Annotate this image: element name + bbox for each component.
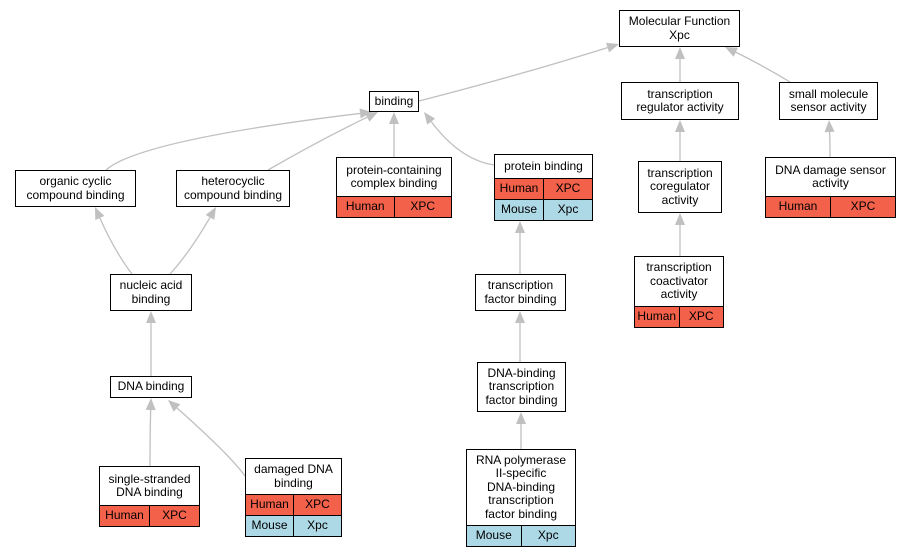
- node-label: DNA-binding transcription factor binding: [485, 365, 558, 407]
- node-label: organic cyclic compound binding: [26, 174, 125, 202]
- node-label: binding: [374, 93, 414, 108]
- edge-arrowhead: [168, 400, 181, 412]
- gene-cell: Xpc: [543, 200, 592, 220]
- species-cell: Mouse: [251, 518, 288, 533]
- annotation-row: Human XPC: [495, 178, 592, 199]
- edge-ssdb-to-dnab: [149, 409, 152, 467]
- node-label: transcription coregulator activity: [647, 165, 713, 207]
- node-label: heterocyclic compound binding: [183, 174, 283, 202]
- edge-pb-to-binding: [430, 121, 495, 166]
- node-label: Molecular Function Xpc: [628, 14, 731, 42]
- edge-arrowhead: [606, 42, 619, 53]
- species-cell: Human: [105, 508, 144, 523]
- edge-arrowhead: [389, 112, 399, 124]
- species-cell: Human: [345, 199, 385, 214]
- node-label: nucleic acid binding: [119, 278, 183, 306]
- edge-arrowhead: [515, 311, 525, 323]
- annotation-row: Human XPC: [100, 505, 199, 526]
- edge-ddb-to-dnab: [176, 407, 246, 477]
- edge-arrowhead: [365, 112, 378, 122]
- gene-cell: XPC: [678, 307, 724, 327]
- species-cell: Mouse: [475, 528, 512, 543]
- node-label: DNA binding: [117, 379, 185, 394]
- gene-cell: XPC: [149, 506, 199, 526]
- edge-sms-to-mf: [735, 51, 791, 83]
- edge-arrowhead: [95, 207, 105, 220]
- node-rna-polymerase-ii-specific-tf-binding[interactable]: RNA polymerase II-specific DNA-binding t…: [466, 449, 576, 547]
- edge-ocb-to-binding: [105, 112, 361, 171]
- edge-hcb-to-binding: [267, 116, 368, 171]
- edge-arrowhead: [725, 47, 738, 57]
- gene-cell: XPC: [393, 197, 452, 217]
- edge-arrowhead: [675, 213, 685, 225]
- edge-arrowhead: [516, 412, 526, 424]
- gene-cell: Xpc: [293, 516, 341, 536]
- edge-arrowhead: [675, 47, 685, 59]
- node-label: transcription coactivator activity: [646, 260, 712, 302]
- node-label: transcription factor binding: [484, 278, 557, 306]
- node-nucleic-acid-binding[interactable]: nucleic acid binding: [110, 274, 192, 311]
- species-cell: Mouse: [500, 202, 538, 217]
- node-binding[interactable]: binding: [369, 91, 419, 112]
- annotation-row: Mouse Xpc: [467, 525, 575, 546]
- edge-nab-to-hcb: [169, 217, 211, 275]
- edge-arrowhead: [424, 112, 436, 125]
- node-transcription-coregulator-activity[interactable]: transcription coregulator activity: [638, 161, 722, 213]
- edge-arrowhead: [675, 120, 685, 132]
- node-organic-cyclic-compound-binding[interactable]: organic cyclic compound binding: [15, 170, 136, 207]
- species-cell: Human: [250, 497, 289, 512]
- annotation-row: Mouse Xpc: [495, 199, 592, 220]
- node-label: DNA damage sensor activity: [775, 162, 886, 190]
- gene-cell: XPC: [830, 197, 895, 217]
- node-molecular-function[interactable]: Molecular Function Xpc: [619, 10, 740, 47]
- node-label: RNA polymerase II-specific DNA-binding t…: [475, 452, 567, 521]
- species-cell: Human: [499, 181, 539, 196]
- edge-arrowhead: [146, 311, 156, 323]
- node-label: damaged DNA binding: [254, 462, 333, 490]
- node-label: transcription regulator activity: [636, 86, 724, 114]
- gene-cell: XPC: [543, 179, 592, 199]
- edge-binding-to-mf: [418, 46, 608, 102]
- edge-nab-to-ocb: [99, 217, 133, 275]
- annotation-row: Mouse Xpc: [246, 515, 341, 536]
- node-dna-binding-transcription-factor-binding[interactable]: DNA-binding transcription factor binding: [477, 362, 566, 412]
- gene-cell: XPC: [293, 495, 341, 515]
- edge-arrowhead: [515, 221, 525, 233]
- edge-arrowhead: [205, 207, 216, 220]
- node-label: single-stranded DNA binding: [108, 471, 191, 499]
- node-heterocyclic-compound-binding[interactable]: heterocyclic compound binding: [176, 170, 290, 207]
- edge-arrowhead: [145, 398, 156, 411]
- node-label: protein-containing complex binding: [346, 162, 442, 190]
- species-cell: Human: [778, 199, 818, 214]
- annotation-row: Human XPC: [246, 494, 341, 515]
- node-transcription-factor-binding[interactable]: transcription factor binding: [475, 274, 566, 311]
- edge-arrowhead: [824, 120, 835, 133]
- annotation-row: Human XPC: [766, 196, 895, 217]
- node-small-molecule-sensor-activity[interactable]: small molecule sensor activity: [779, 82, 878, 120]
- node-label: protein binding: [504, 158, 583, 173]
- species-cell: Human: [637, 309, 677, 324]
- node-transcription-regulator-activity[interactable]: transcription regulator activity: [621, 82, 739, 120]
- annotation-row: Human XPC: [337, 196, 451, 217]
- node-label: small molecule sensor activity: [788, 86, 869, 114]
- gene-cell: Xpc: [520, 526, 576, 546]
- node-dna-binding[interactable]: DNA binding: [110, 376, 192, 398]
